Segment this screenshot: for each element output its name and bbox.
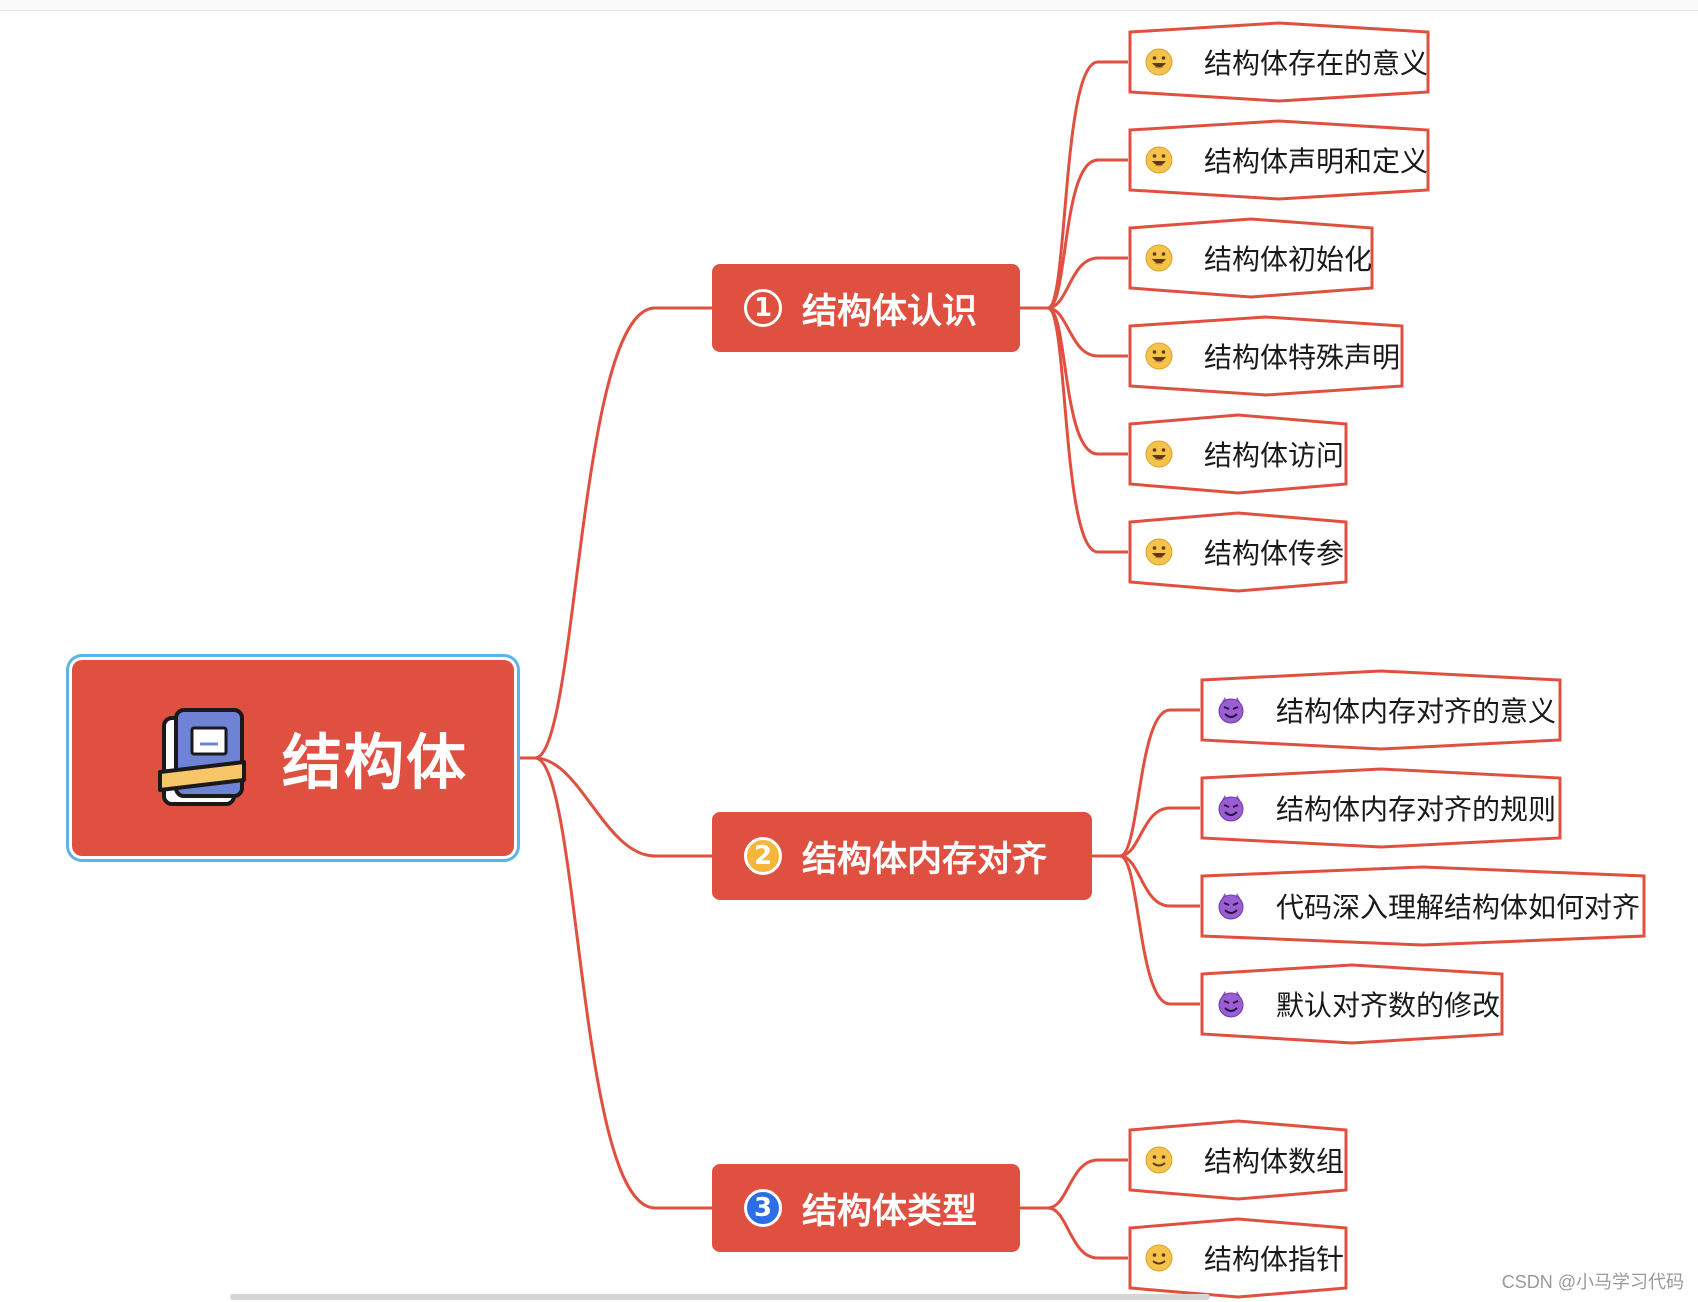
subtopic-3-1[interactable]: 结构体数组 [1128,1119,1348,1201]
grinning-face-icon [1145,48,1173,76]
root-topic[interactable]: 结构体 [72,660,514,856]
subtopic-hexagon [1128,119,1430,201]
subtopic-label: 结构体传参 [1204,537,1345,570]
connector-root-branch-1 [514,306,712,760]
connector-root-branch-3 [514,756,712,1210]
smiling-face-icon [1145,1244,1173,1272]
subtopic-2-2[interactable]: 结构体内存对齐的规则 [1200,767,1562,849]
subtopic-hexagon [1200,669,1562,751]
subtopic-hexagon [1200,865,1646,947]
subtopic-hexagon [1128,511,1348,593]
connector-root-branch-2 [514,756,712,858]
subtopic-1-1[interactable]: 结构体存在的意义 [1128,21,1430,103]
smiling-devil-icon [1218,991,1244,1018]
branch-label: 结构体认识 [802,291,978,332]
smiling-devil-icon [1218,893,1244,920]
subtopic-1-6[interactable]: 结构体传参 [1128,511,1348,593]
smiling-devil-icon [1218,795,1244,822]
horizontal-scrollbar[interactable] [230,1294,1210,1300]
subtopic-label: 结构体访问 [1204,439,1345,472]
subtopic-2-1[interactable]: 结构体内存对齐的意义 [1200,669,1562,751]
subtopic-label: 结构体特殊声明 [1204,341,1401,374]
top-toolbar-edge [0,0,1698,11]
subtopic-label: 代码深入理解结构体如何对齐 [1276,891,1641,924]
subtopic-1-5[interactable]: 结构体访问 [1128,413,1348,495]
grinning-face-icon [1145,440,1173,468]
connectors-branch-3 [1020,1158,1128,1260]
subtopic-1-4[interactable]: 结构体特殊声明 [1128,315,1404,397]
subtopic-label: 结构体初始化 [1204,243,1373,276]
smiling-face-icon [1145,1146,1173,1174]
subtopic-hexagon [1128,1217,1348,1299]
branch-label: 结构体类型 [802,1191,978,1232]
number-2-badge: 2 [744,837,782,875]
grinning-face-icon [1145,244,1173,272]
grinning-face-icon [1145,538,1173,566]
subtopic-label: 结构体内存对齐的规则 [1276,793,1557,826]
subtopic-hexagon [1128,413,1348,495]
subtopic-2-4[interactable]: 默认对齐数的修改 [1200,963,1504,1045]
number-3-badge: 3 [744,1189,782,1227]
subtopic-label: 默认对齐数的修改 [1276,989,1501,1022]
root-label: 结构体 [282,728,468,799]
connectors-branch-2 [1092,708,1200,1006]
smiling-devil-icon [1218,697,1244,724]
subtopic-hexagon [1128,315,1404,397]
book-icon [158,708,246,806]
subtopic-hexagon [1128,217,1374,299]
subtopic-label: 结构体内存对齐的意义 [1276,695,1557,728]
subtopic-3-2[interactable]: 结构体指针 [1128,1217,1348,1299]
branch-topic-1[interactable]: 1 结构体认识 [712,264,1020,352]
subtopic-1-3[interactable]: 结构体初始化 [1128,217,1374,299]
subtopic-label: 结构体声明和定义 [1204,145,1429,178]
subtopic-hexagon [1128,21,1430,103]
subtopic-label: 结构体指针 [1204,1243,1345,1276]
connectors-branch-1 [1020,60,1128,554]
branch-label: 结构体内存对齐 [802,839,1048,880]
subtopic-hexagon [1200,963,1504,1045]
subtopic-hexagon [1128,1119,1348,1201]
watermark: CSDN @小马学习代码 [1501,1272,1684,1292]
subtopic-2-3[interactable]: 代码深入理解结构体如何对齐 [1200,865,1646,947]
grinning-face-icon [1145,342,1173,370]
branch-topic-3[interactable]: 3 结构体类型 [712,1164,1020,1252]
subtopic-label: 结构体存在的意义 [1204,47,1429,80]
subtopic-1-2[interactable]: 结构体声明和定义 [1128,119,1430,201]
number-1-badge: 1 [744,289,782,327]
grinning-face-icon [1145,146,1173,174]
subtopic-hexagon [1200,767,1562,849]
subtopic-label: 结构体数组 [1204,1145,1345,1178]
branch-topic-2[interactable]: 2 结构体内存对齐 [712,812,1092,900]
